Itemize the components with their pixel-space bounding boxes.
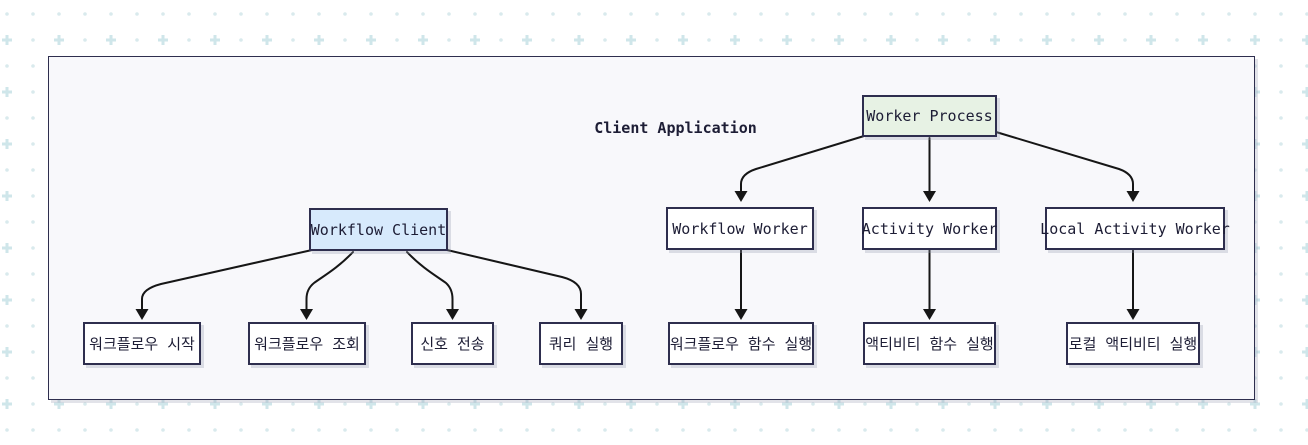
node-label: 쿼리 실행	[548, 335, 614, 353]
node-send-signal: 신호 전송	[411, 322, 494, 365]
node-run-workflow-fn: 워크플로우 함수 실행	[668, 322, 814, 365]
node-start-workflow: 워크플로우 시작	[83, 322, 201, 365]
node-label: Workflow Worker	[672, 219, 808, 238]
node-label: 워크플로우 조회	[254, 335, 360, 353]
container-title: Client Application	[594, 119, 757, 137]
node-activity-worker: Activity Worker	[862, 207, 997, 250]
node-label: Worker Process	[866, 107, 993, 125]
node-label: 로컬 액티비티 실행	[1068, 335, 1198, 353]
node-label: Local Activity Worker	[1040, 219, 1230, 238]
node-label: Activity Worker	[861, 219, 998, 238]
node-workflow-worker: Workflow Worker	[666, 207, 814, 250]
node-label: 신호 전송	[420, 335, 485, 353]
node-query-workflow: 워크플로우 조회	[248, 322, 366, 365]
node-label: 워크플로우 함수 실행	[669, 335, 813, 353]
node-run-local-activity: 로컬 액티비티 실행	[1066, 322, 1200, 365]
node-run-query: 쿼리 실행	[539, 322, 623, 365]
node-label: 액티비티 함수 실행	[865, 335, 994, 353]
node-run-activity-fn: 액티비티 함수 실행	[863, 322, 996, 365]
node-local-activity-worker: Local Activity Worker	[1040, 207, 1230, 250]
node-label: Workflow Client	[310, 220, 447, 239]
node-label: 워크플로우 시작	[89, 335, 195, 353]
node-workflow-client: Workflow Client	[309, 208, 448, 251]
node-worker-process: Worker Process	[862, 95, 997, 137]
